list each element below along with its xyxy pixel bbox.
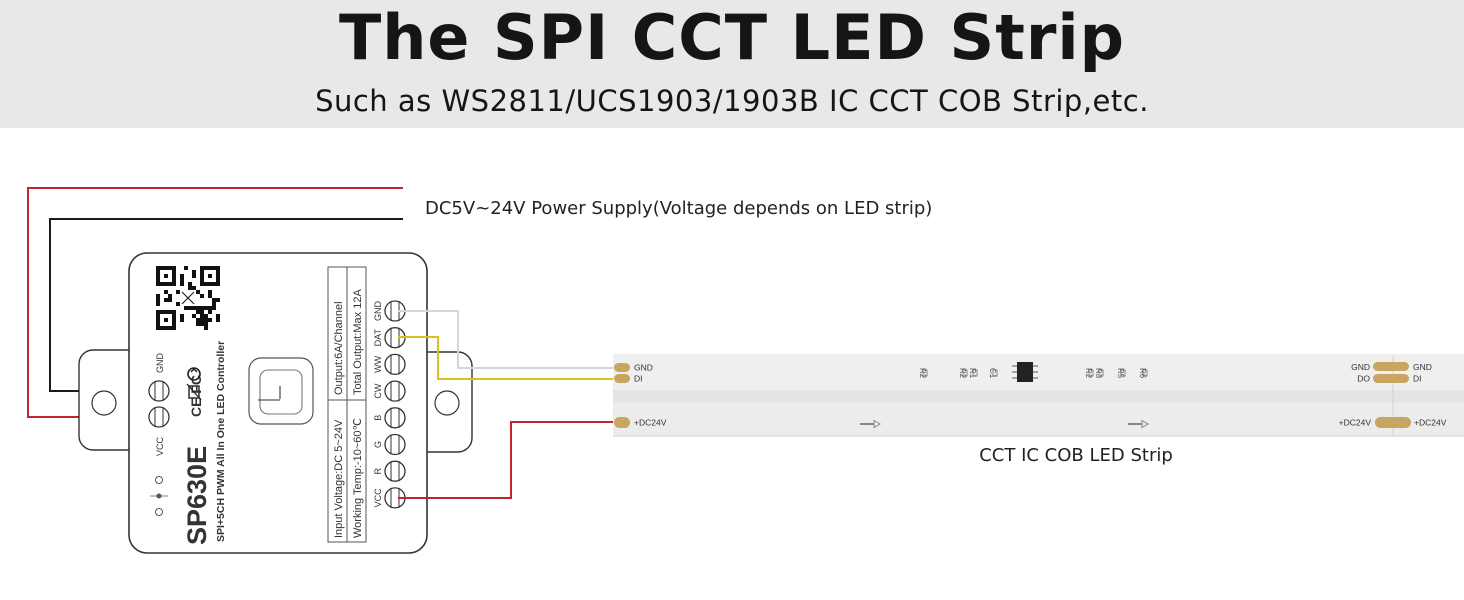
left-mount-hole [91, 390, 117, 416]
pad-left-di [614, 374, 630, 383]
power-supply-label: DC5V~24V Power Supply(Voltage depends on… [425, 198, 932, 219]
direction-arrow-icon [860, 419, 881, 429]
component-label: R2 [918, 368, 927, 379]
output-terminal-label: G [373, 441, 383, 448]
dc-jack-symbol [150, 476, 168, 516]
component-label: R2 [1084, 368, 1093, 379]
output-terminal-b[interactable] [384, 407, 406, 429]
pad-right-gnd-in-label: GND [1413, 362, 1432, 372]
red-vcc-wire [398, 421, 622, 499]
component-r6: R6 [1138, 368, 1148, 379]
qr-code-icon [156, 266, 220, 330]
output-terminal-cw[interactable] [384, 380, 406, 402]
power-terminal-gnd[interactable] [148, 380, 170, 402]
yellow-data-wire [398, 336, 622, 380]
component-label: R3 [1094, 368, 1103, 379]
ic-chip [1012, 362, 1038, 382]
spec-table [327, 266, 367, 543]
component-r5: R5 [1116, 368, 1126, 379]
component-r1: R1 [968, 368, 978, 379]
power-terminal-gnd-label: GND [155, 353, 165, 374]
pad-right-do-label: DO [1357, 374, 1370, 384]
component-label: R5 [1116, 368, 1125, 379]
page-subtitle: Such as WS2811/UCS1903/1903B IC CCT COB … [315, 84, 1149, 118]
output-terminal-ww[interactable] [384, 353, 406, 376]
output-terminal-label: CW [373, 383, 383, 398]
power-terminal-vcc-label: VCC [155, 436, 165, 456]
output-terminal-label: DAT [373, 329, 383, 347]
page-title: The SPI CCT LED Strip [338, 1, 1126, 74]
direction-arrow-icon [1128, 419, 1149, 429]
recycle-icon [187, 367, 201, 381]
pad-left-dc24v [614, 417, 630, 428]
output-terminal-label: VCC [373, 488, 383, 508]
component-r2: R2 [958, 368, 968, 379]
output-terminal-label: B [373, 415, 383, 421]
certification-marks: CE FC [188, 375, 204, 417]
power-terminal-vcc[interactable] [148, 406, 170, 428]
pad-left-di-label: DI [634, 374, 643, 384]
strip-middle-band [613, 390, 1464, 402]
output-terminal-gnd[interactable] [384, 300, 406, 322]
component-r2: R2 [1084, 368, 1094, 379]
led-strip [613, 354, 1464, 437]
header-banner: The SPI CCT LED Strip Such as WS2811/UCS… [0, 0, 1464, 128]
pad-left-dc24v-label: +DC24V [634, 418, 667, 428]
pad-right-dc24v-out-label: +DC24V [1339, 418, 1372, 428]
strip-caption: CCT IC COB LED Strip [979, 445, 1173, 466]
output-terminal-label: R [373, 467, 383, 474]
strip-lower-section [613, 402, 1464, 436]
weee-icon [186, 383, 202, 401]
component-label: R1 [968, 368, 977, 379]
output-terminal-r[interactable] [384, 460, 406, 482]
pad-right-di-label: DI [1413, 374, 1422, 384]
controller-model: SP630E [182, 446, 212, 545]
component-r3: R3 [1094, 368, 1104, 379]
white-gnd-wire [398, 310, 622, 369]
pad-right-gnd-out-label: GND [1351, 362, 1370, 372]
component-label: R2 [958, 368, 967, 379]
spec-working-temp: Working Temp:-10~60℃ [352, 418, 364, 538]
pad-right-do-di [1373, 374, 1409, 383]
right-mount-hole [434, 390, 460, 416]
component-label: R6 [1138, 368, 1147, 379]
component-c1: C1 [988, 368, 998, 379]
spec-input-voltage: Input Voltage:DC 5~24V [333, 419, 345, 538]
spec-output-channel: Output:6A/Channel [333, 301, 345, 395]
pad-right-dc24v [1375, 417, 1411, 428]
power-button[interactable] [248, 357, 314, 425]
component-r2: R2 [918, 368, 928, 379]
output-terminal-block: GND DAT WW CW B G R VCC [373, 300, 406, 509]
spec-total-output: Total Output:Max 12A [352, 289, 364, 395]
output-terminal-label: GND [373, 301, 383, 322]
pad-right-gnd [1373, 362, 1409, 371]
output-terminal-g[interactable] [384, 433, 406, 456]
output-terminal-label: WW [373, 355, 383, 372]
component-label: C1 [988, 368, 997, 379]
pad-left-gnd [614, 363, 630, 372]
controller-description: SPI+5CH PWM All In One LED Controller [215, 341, 227, 542]
pad-left-gnd-label: GND [634, 363, 653, 373]
pad-right-dc24v-in-label: +DC24V [1414, 418, 1447, 428]
